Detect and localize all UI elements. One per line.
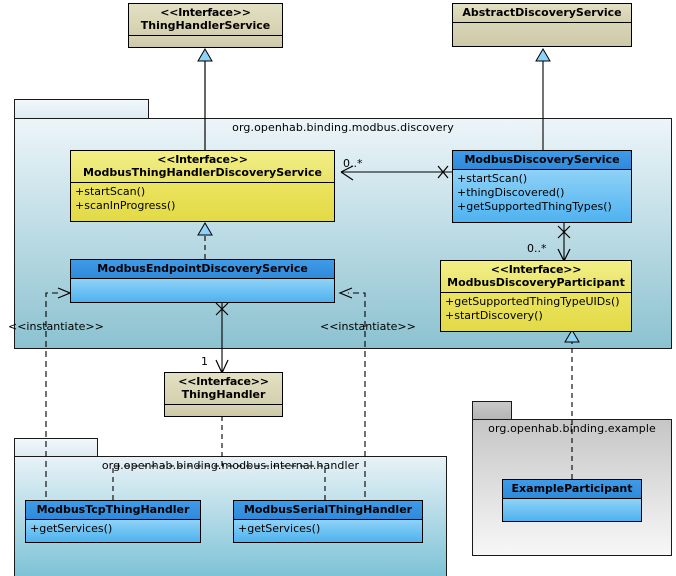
package-tab <box>14 438 98 457</box>
class-operations <box>71 279 334 302</box>
class-header: ExampleParticipant <box>503 480 641 498</box>
class-example-participant[interactable]: ExampleParticipant <box>502 479 642 522</box>
label-multiplicity-endpoint-to-thinghandler: 1 <box>201 355 208 368</box>
operation: +thingDiscovered() <box>457 186 565 199</box>
class-stereotype: <<Interface>> <box>490 263 582 276</box>
label-multiplicity-discoveryservice-to-participant: 0..* <box>527 242 547 255</box>
operation: +startScan() <box>457 172 528 185</box>
class-name: ModbusDiscoveryService <box>464 153 620 166</box>
package-label-modbus-internal-handler: org.openhab.binding.modbus.internal.hand… <box>101 459 360 472</box>
class-modbus-endpoint-discovery-service[interactable]: ModbusEndpointDiscoveryService <box>70 259 335 303</box>
class-operations: +getServices() <box>26 520 200 542</box>
package-tab <box>14 99 149 119</box>
class-operations: +startScan() +thingDiscovered() +getSupp… <box>453 170 631 222</box>
operation: +getSupportedThingTypes() <box>457 200 612 213</box>
label-stereotype-instantiate-left: <<instantiate>> <box>8 320 104 333</box>
package-label-modbus-discovery: org.openhab.binding.modbus.discovery <box>232 121 454 134</box>
class-stereotype: <<Interface>> <box>160 6 251 19</box>
package-tab <box>472 401 512 420</box>
class-header: ModbusEndpointDiscoveryService <box>71 260 334 278</box>
operation: +getSupportedThingTypeUIDs() <box>445 295 620 308</box>
label-stereotype-instantiate-right: <<instantiate>> <box>320 320 416 333</box>
class-stereotype: <<Interface>> <box>157 153 248 166</box>
label-multiplicity-discovery-to-handlerservice: 0..* <box>343 157 363 170</box>
class-name: ModbusEndpointDiscoveryService <box>97 262 308 275</box>
operation: +startDiscovery() <box>445 309 543 322</box>
divider <box>71 182 334 183</box>
divider <box>26 519 200 520</box>
class-modbus-thing-handler-discovery-service[interactable]: <<Interface>> ModbusThingHandlerDiscover… <box>70 150 335 222</box>
divider <box>129 35 282 36</box>
class-operations: +getServices() <box>234 520 422 542</box>
divider <box>453 169 631 170</box>
class-modbus-discovery-service[interactable]: ModbusDiscoveryService +startScan() +thi… <box>452 150 632 223</box>
class-name: ModbusDiscoveryParticipant <box>447 276 625 289</box>
class-operations: +getSupportedThingTypeUIDs() +startDisco… <box>441 293 631 331</box>
class-abstract-discovery-service[interactable]: AbstractDiscoveryService <box>452 3 632 47</box>
class-operations <box>165 405 282 416</box>
class-name: AbstractDiscoveryService <box>462 6 622 19</box>
class-modbus-discovery-participant[interactable]: <<Interface>> ModbusDiscoveryParticipant… <box>440 260 632 332</box>
class-header: ModbusSerialThingHandler <box>234 501 422 519</box>
class-header: <<Interface>> ThingHandler <box>165 373 282 404</box>
divider <box>453 22 631 23</box>
class-header: ModbusDiscoveryService <box>453 151 631 169</box>
class-name: ModbusSerialThingHandler <box>243 503 413 516</box>
class-name: ModbusTcpThingHandler <box>36 503 190 516</box>
class-header: ModbusTcpThingHandler <box>26 501 200 519</box>
class-header: <<Interface>> ThingHandlerService <box>129 4 282 35</box>
class-header: <<Interface>> ModbusDiscoveryParticipant <box>441 261 631 292</box>
class-name: ModbusThingHandlerDiscoveryService <box>83 166 322 179</box>
operation: +scanInProgress() <box>75 199 176 212</box>
operation: +getServices() <box>238 522 321 535</box>
divider <box>234 519 422 520</box>
class-header: <<Interface>> ModbusThingHandlerDiscover… <box>71 151 334 182</box>
class-modbus-serial-thing-handler[interactable]: ModbusSerialThingHandler +getServices() <box>233 500 423 543</box>
divider <box>71 278 334 279</box>
divider <box>441 292 631 293</box>
class-operations <box>453 23 631 46</box>
package-label-example: org.openhab.binding.example <box>488 422 656 435</box>
operation: +startScan() <box>75 185 146 198</box>
class-header: AbstractDiscoveryService <box>453 4 631 22</box>
class-operations <box>129 36 282 47</box>
class-modbus-tcp-thing-handler[interactable]: ModbusTcpThingHandler +getServices() <box>25 500 201 543</box>
divider <box>503 498 641 499</box>
class-operations: +startScan() +scanInProgress() <box>71 183 334 221</box>
class-name: ThingHandler <box>181 388 266 401</box>
class-stereotype: <<Interface>> <box>178 375 269 388</box>
class-thing-handler[interactable]: <<Interface>> ThingHandler <box>164 372 283 417</box>
class-operations <box>503 499 641 521</box>
operation: +getServices() <box>30 522 113 535</box>
class-thing-handler-service[interactable]: <<Interface>> ThingHandlerService <box>128 3 283 48</box>
class-name: ThingHandlerService <box>140 19 271 32</box>
class-name: ExampleParticipant <box>511 482 633 495</box>
